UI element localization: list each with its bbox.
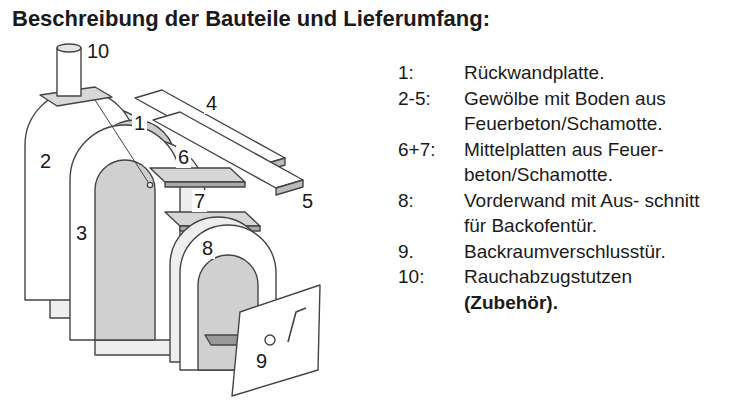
middle-arch-shape	[70, 125, 180, 340]
leader-line-shape	[95, 100, 148, 182]
list-row: 9.Backraumverschlusstür.	[398, 239, 722, 265]
part-description: Gewölbe mit Boden aus Feuerbeton/Schamot…	[464, 88, 666, 135]
oven-door	[232, 285, 320, 396]
list-description: Gewölbe mit Boden aus Feuerbeton/Schamot…	[464, 86, 722, 137]
list-description: Mittelplatten aus Feuer- beton/Schamotte…	[464, 137, 722, 188]
heading: Beschreibung der Bauteile und Lieferumfa…	[12, 6, 490, 32]
list-row: 2-5:Gewölbe mit Boden aus Feuerbeton/Sch…	[398, 86, 722, 137]
middle-plate-shape	[165, 182, 245, 187]
callout-number: 1	[132, 112, 147, 134]
list-number: 1:	[398, 60, 464, 86]
callout-number: 10	[85, 40, 111, 62]
list-row: 1:Rückwandplatte.	[398, 60, 722, 86]
callout-number: 8	[200, 237, 215, 259]
callout-number: 4	[204, 92, 219, 114]
middle-arch-shape	[95, 160, 155, 340]
list-number: 6+7:	[398, 137, 464, 188]
list-number: 9.	[398, 239, 464, 265]
chimney-shape	[57, 44, 81, 52]
list-row: 6+7:Mittelplatten aus Feuer- beton/Scham…	[398, 137, 722, 188]
list-number: 8:	[398, 188, 464, 239]
oven-door-shape	[232, 285, 320, 396]
list-description: Backraumverschlusstür.	[464, 239, 722, 265]
callout-number: 5	[300, 190, 315, 212]
list-description: Vorderwand mit Aus- schnitt für Backofen…	[464, 188, 722, 239]
leader-line-shape	[147, 182, 152, 187]
accessory-note: (Zubehör).	[464, 290, 722, 316]
part-description: Rauchabzugstutzen	[464, 266, 632, 287]
middle-plate-shape	[150, 168, 245, 182]
arch-strip-shape	[276, 180, 303, 195]
part-description: Mittelplatten aus Feuer- beton/Schamotte…	[464, 139, 664, 186]
list-number: 2-5:	[398, 86, 464, 137]
callout-number: 9	[254, 350, 269, 372]
arch-strip	[135, 90, 303, 195]
callout-number: 7	[192, 190, 207, 212]
list-row: 10:Rauchabzugstutzen (Zubehör).	[398, 264, 722, 315]
parts-list: 1:Rückwandplatte.2-5:Gewölbe mit Boden a…	[398, 60, 722, 315]
chimney-shape	[57, 48, 81, 96]
list-description: Rückwandplatte.	[464, 60, 722, 86]
callout-number: 3	[74, 222, 89, 244]
oven-door-shape	[265, 335, 275, 345]
list-number: 10:	[398, 264, 464, 315]
list-description: Rauchabzugstutzen (Zubehör).	[464, 264, 722, 315]
part-description: Rückwandplatte.	[464, 62, 604, 83]
part-description: Backraumverschlusstür.	[464, 241, 666, 262]
callout-number: 6	[176, 146, 191, 168]
oven-door-shape	[288, 308, 306, 342]
callout-number: 2	[38, 150, 53, 172]
list-row: 8:Vorderwand mit Aus- schnitt für Backof…	[398, 188, 722, 239]
part-description: Vorderwand mit Aus- schnitt für Backofen…	[464, 190, 700, 237]
leader-line	[95, 100, 153, 188]
